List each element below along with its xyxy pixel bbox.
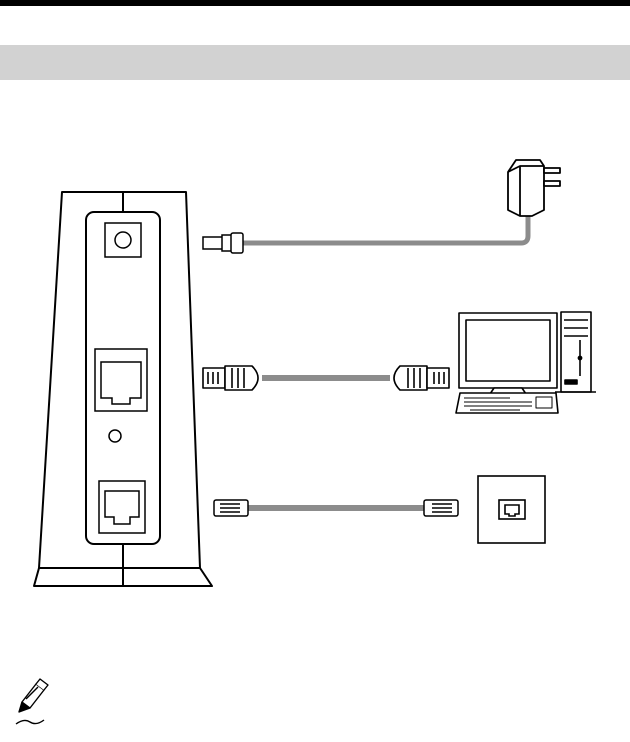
pencil-note-icon	[16, 679, 48, 724]
ethernet-cable	[203, 366, 449, 390]
router-lan-port	[95, 349, 147, 411]
rj11-connector-left-icon	[214, 500, 248, 516]
monitor-screen	[466, 320, 550, 381]
power-adapter-icon	[508, 160, 560, 216]
power-cable	[203, 212, 528, 253]
router-reset-hole	[109, 430, 121, 442]
router-phone-port	[99, 481, 145, 533]
router-power-port	[105, 223, 141, 257]
rj11-connector-right-icon	[424, 500, 458, 516]
phone-cable	[214, 500, 458, 516]
barrel-plug-icon	[203, 233, 243, 253]
rj45-connector-right-icon	[394, 366, 449, 390]
rj45-connector-left-icon	[203, 366, 258, 390]
phone-wall-jack-icon	[478, 476, 545, 543]
desktop-computer-icon	[456, 312, 596, 413]
